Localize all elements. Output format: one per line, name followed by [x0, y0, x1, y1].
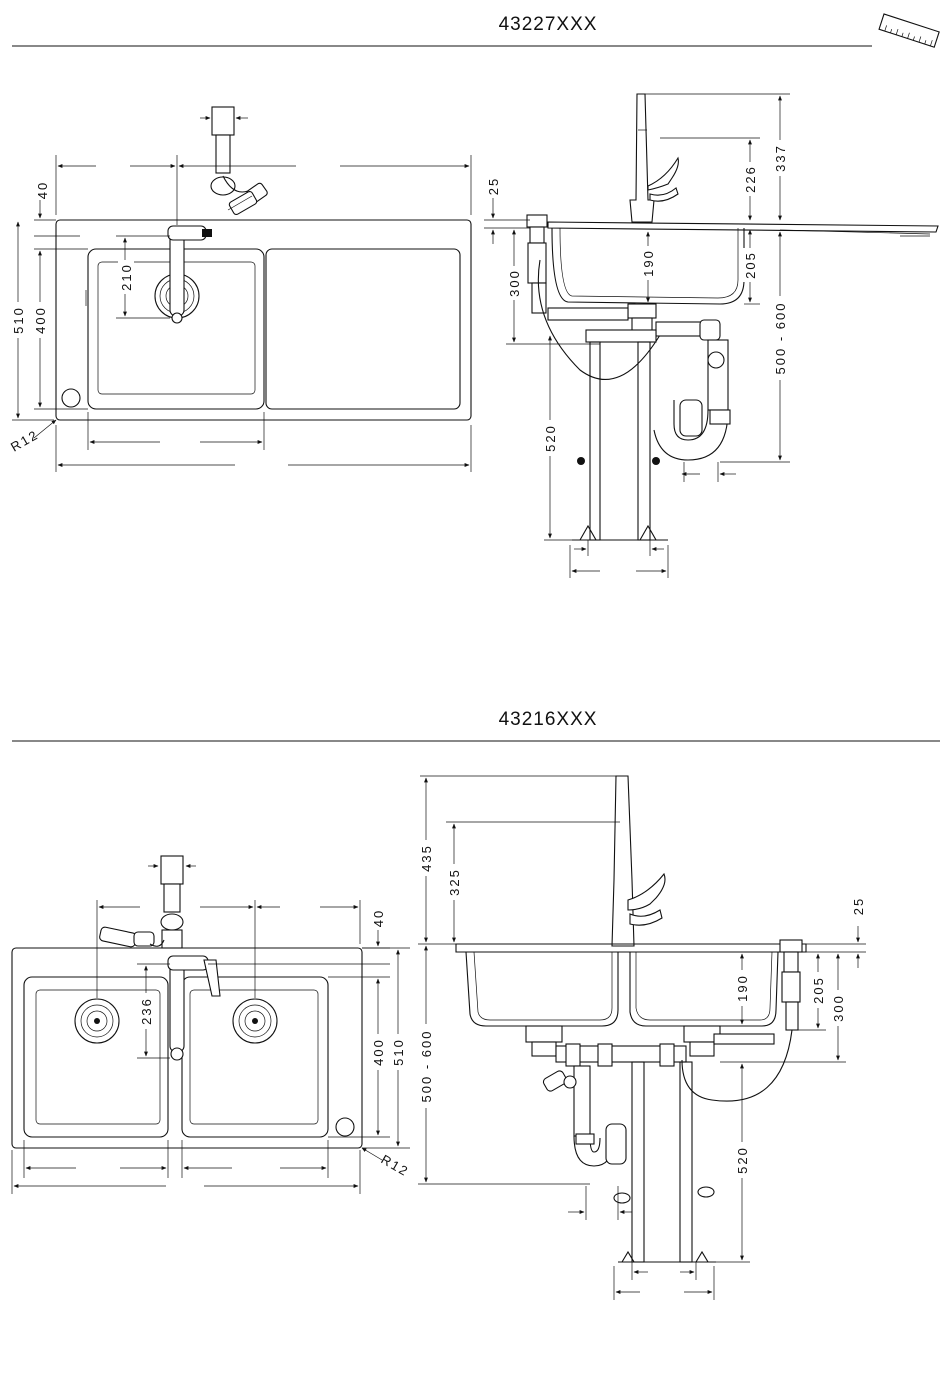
sink-2-dimensions: 40 236 400 510 R12 [12, 900, 412, 1194]
dim-300: 300 [507, 269, 522, 297]
dim-236: 236 [139, 997, 154, 1025]
sink-2-side-view: 435 325 500 - 600 190 25 [418, 776, 866, 1300]
sink-2-top-view: 40 236 400 510 R12 [12, 856, 412, 1194]
dim-337: 337 [773, 144, 788, 172]
sink-1-top-view: 40 510 400 R12 210 [8, 107, 471, 472]
dim-25: 25 [486, 177, 501, 195]
dim-435: 435 [419, 844, 434, 872]
dim-40: 40 [371, 909, 386, 927]
sink-1-side-rim [548, 222, 938, 232]
sink-2-siphon-top-icon [99, 856, 183, 948]
dim-400: 400 [371, 1038, 386, 1066]
sink-2-side-trap-icon [542, 1066, 626, 1166]
section-1-header: 43227XXX [12, 14, 939, 47]
dim-520: 520 [543, 424, 558, 452]
dim-510: 510 [391, 1038, 406, 1066]
sink-2-drain-left-icon [75, 999, 119, 1043]
section-2-header: 43216XXX [12, 709, 940, 741]
dim-400: 400 [33, 306, 48, 334]
sink-2-faucet-icon [168, 956, 220, 1060]
dim-40: 40 [35, 181, 50, 199]
sink-2-drain-right-icon [233, 999, 277, 1043]
sink-1-faucet-icon [168, 226, 212, 323]
sink-2-side-pedestal [614, 1062, 716, 1262]
dim-210: 210 [119, 263, 134, 291]
dim-500-600: 500 - 600 [419, 1030, 434, 1103]
dim-190: 190 [641, 249, 656, 277]
ruler-icon [879, 14, 939, 47]
sink-2-overflow-icon [336, 1118, 354, 1136]
dim-r12: R12 [8, 427, 41, 455]
dim-190: 190 [735, 974, 750, 1002]
sink-2-side-bowl-right [630, 952, 778, 1026]
section-2-title: 43216XXX [499, 709, 598, 730]
dim-226: 226 [743, 165, 758, 193]
sink-1-side-view: 337 226 205 500 - 600 190 25 [484, 94, 938, 578]
dim-520: 520 [735, 1146, 750, 1174]
dim-205: 205 [743, 251, 758, 279]
sink-2-side-dimensions: 435 325 500 - 600 190 25 [418, 776, 866, 1300]
sink-1-siphon-top-icon [211, 107, 268, 216]
dim-500-600: 500 - 600 [773, 302, 788, 375]
dim-25: 25 [851, 897, 866, 915]
sink-2-side-faucet-icon [612, 776, 665, 946]
sink-1-side-pedestal [572, 330, 668, 540]
sink-2-bowl-right [182, 977, 328, 1137]
sink-1-overflow-icon [62, 389, 80, 407]
section-1-title: 43227XXX [499, 14, 598, 35]
dim-300: 300 [831, 994, 846, 1022]
sink-1-side-faucet-icon [630, 94, 678, 222]
dim-r12: R12 [379, 1152, 412, 1180]
dim-510: 510 [11, 306, 26, 334]
sink-1-side-trap-icon [654, 340, 730, 460]
sink-1-drainboard [266, 249, 460, 409]
sink-2-side-bowl-left [466, 952, 618, 1026]
dim-205: 205 [811, 976, 826, 1004]
dim-325: 325 [447, 868, 462, 896]
